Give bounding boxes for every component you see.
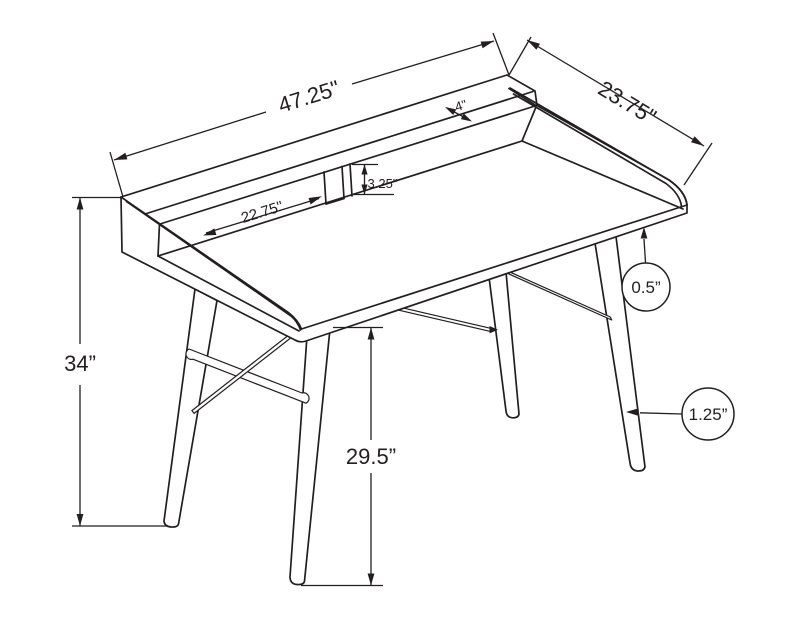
extension-line (109, 151, 124, 198)
leader-line (643, 238, 647, 263)
leader-line (639, 412, 683, 415)
extension-line (508, 36, 532, 76)
dim-surface-height: 29.5” (301, 326, 396, 587)
desktop-front-top-edge (300, 204, 688, 330)
right-wing-top-inner-edge (512, 93, 683, 208)
dim-overall-width-value: 47.25" (275, 75, 342, 118)
dim-top-thickness: 0.5” (621, 227, 671, 312)
arrowhead (203, 228, 217, 236)
arrowhead (367, 327, 375, 340)
arrowhead (367, 573, 375, 586)
arrowhead (361, 164, 368, 175)
arrowhead (460, 113, 472, 122)
desktop-right-edge (521, 140, 684, 210)
right-wing-top-edge (509, 87, 688, 206)
arrowhead (626, 408, 638, 416)
leg-back-right (488, 271, 520, 419)
arrowhead (640, 227, 648, 239)
callout-circle (621, 262, 671, 312)
dim-overall-depth-value: 23.75" (594, 76, 661, 130)
leg-back-left (163, 288, 218, 528)
shelf-divider (323, 163, 353, 205)
left-stretcher-bar (185, 348, 310, 404)
callout-circle (681, 387, 735, 441)
arrowhead (76, 514, 84, 526)
dimension-line (113, 40, 495, 161)
extension-line (683, 142, 713, 186)
shelf-right-end-edge (521, 106, 537, 142)
arrowhead (308, 196, 322, 205)
dim-leg-diameter: 1.25” (626, 387, 735, 441)
dimension-annotations: 47.25" 23.75" 4" 3.25" (64, 32, 735, 587)
dim-surface-height-value: 29.5” (346, 444, 396, 469)
dimension-line (526, 39, 705, 147)
arrowhead (480, 41, 494, 49)
left-wing-top-edge (120, 196, 303, 330)
dim-shelf-opening-height-value: 3.25" (368, 176, 398, 191)
desktop-back-edge (157, 140, 523, 257)
leg-front-left (289, 328, 331, 586)
left-wing-top-inner-edge (125, 200, 302, 331)
arrowhead (691, 136, 704, 146)
dim-shelf-depth-value: 4" (453, 97, 469, 115)
arrowhead (76, 197, 84, 210)
shelf-front-bottom-edge (159, 105, 536, 225)
dim-overall-height-value: 34” (64, 351, 96, 376)
arrowhead (361, 184, 368, 195)
dim-shelf-opening-height: 3.25" (352, 163, 398, 196)
extension-line (492, 32, 510, 76)
shelf-right-cap-inner (508, 87, 537, 107)
center-support-rod-tip (489, 326, 498, 334)
dim-top-thickness-value: 0.5” (631, 278, 661, 297)
desk-body (120, 74, 688, 343)
dim-leg-diameter-value: 1.25” (689, 405, 728, 424)
desk-drawing (120, 74, 688, 586)
arrowhead (445, 107, 457, 115)
dimension-line (205, 197, 320, 234)
center-support-rod (391, 304, 492, 333)
arrowhead (527, 40, 540, 50)
shelf-front-top-edge (144, 90, 534, 215)
right-support-rod (503, 268, 613, 321)
desktop-left-edge (157, 255, 300, 332)
desk-legs (163, 235, 646, 586)
dim-shelf-depth: 4" (445, 97, 472, 122)
shelf-left-end-edge (157, 223, 161, 257)
dim-overall-height: 34” (64, 196, 168, 527)
arrowhead (114, 152, 128, 160)
